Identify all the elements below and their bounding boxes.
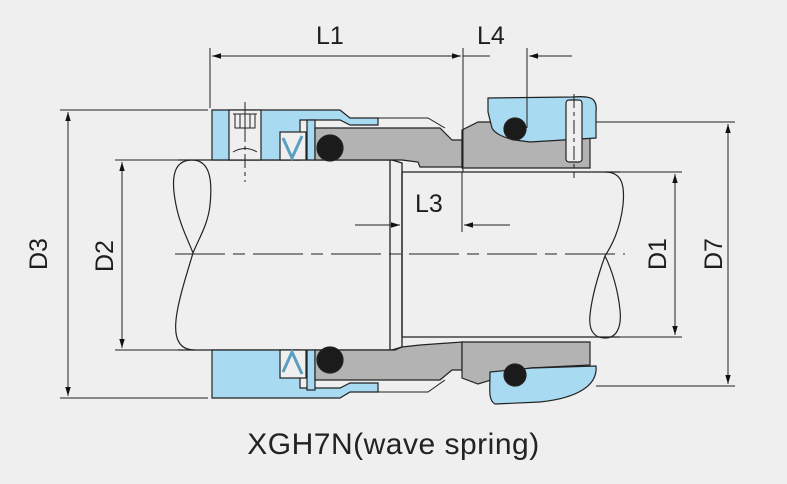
- shaft-break-right: [589, 171, 625, 339]
- dim-label-d7: D7: [700, 238, 728, 270]
- dim-label-l3: L3: [415, 190, 443, 218]
- shaft-break-left: [172, 159, 212, 351]
- dim-label-d3: D3: [25, 238, 53, 270]
- dim-label-l4: L4: [477, 22, 505, 50]
- dim-label-d2: D2: [91, 240, 119, 272]
- dim-label-d1: D1: [644, 238, 672, 270]
- dimension-lines: [60, 48, 735, 399]
- dim-label-l1: L1: [316, 22, 344, 50]
- seal-top: [211, 94, 597, 182]
- drawing-caption: XGH7N(wave spring): [247, 428, 540, 461]
- shaft: [178, 159, 620, 351]
- seal-bottom: [211, 341, 597, 405]
